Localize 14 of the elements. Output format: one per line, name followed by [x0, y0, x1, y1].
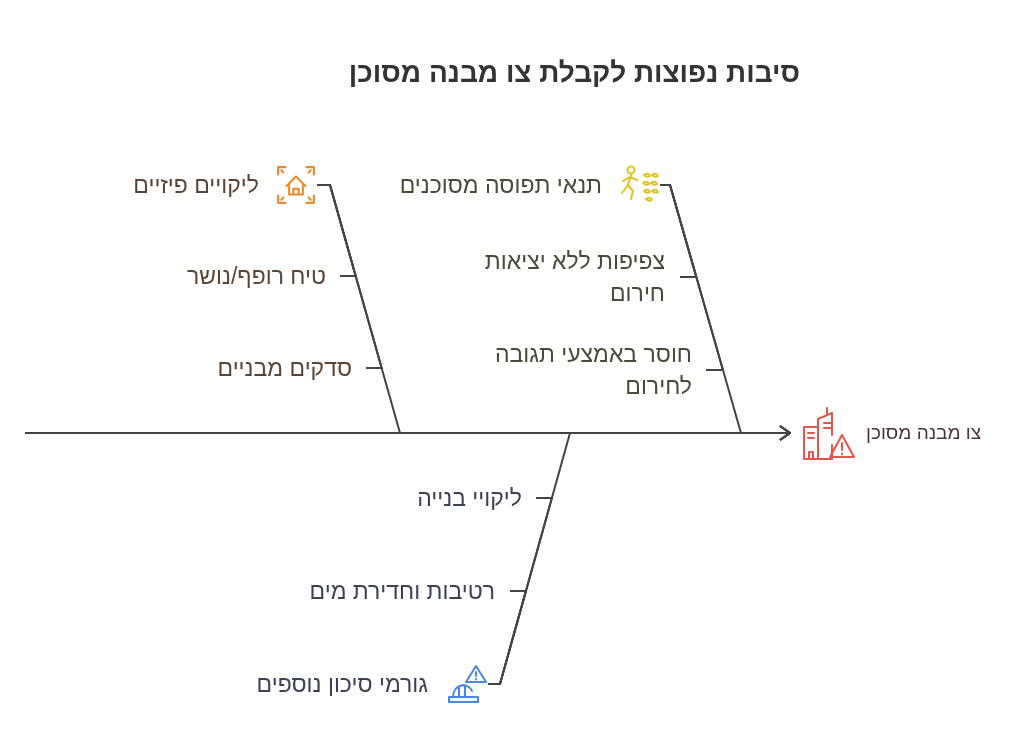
cause-label: סדקים מבניים	[217, 354, 352, 383]
tick-line	[487, 590, 528, 685]
cause-label: רטיבות וחדירת מים	[309, 577, 495, 606]
tick-line	[659, 184, 725, 371]
effect-label: צו מבנה מסוכן	[866, 421, 982, 445]
cause-label: ליקויי בנייה	[417, 484, 522, 513]
category-label: גורמי סיכון נוספים	[256, 670, 428, 699]
cause-label: חוסר באמצעי תגובה לחירום	[493, 340, 692, 401]
cause-label: צפיפות ללא יציאות חירום	[483, 247, 665, 308]
category-label: תנאי תפוסה מסוכנים	[399, 171, 602, 200]
tick-line	[316, 184, 383, 369]
category-label: ליקויים פיזיים	[133, 171, 259, 200]
cause-label: טיח רופף/נושר	[186, 262, 326, 291]
diagram-title: סיבות נפוצות לקבלת צו מבנה מסוכן	[348, 56, 800, 90]
